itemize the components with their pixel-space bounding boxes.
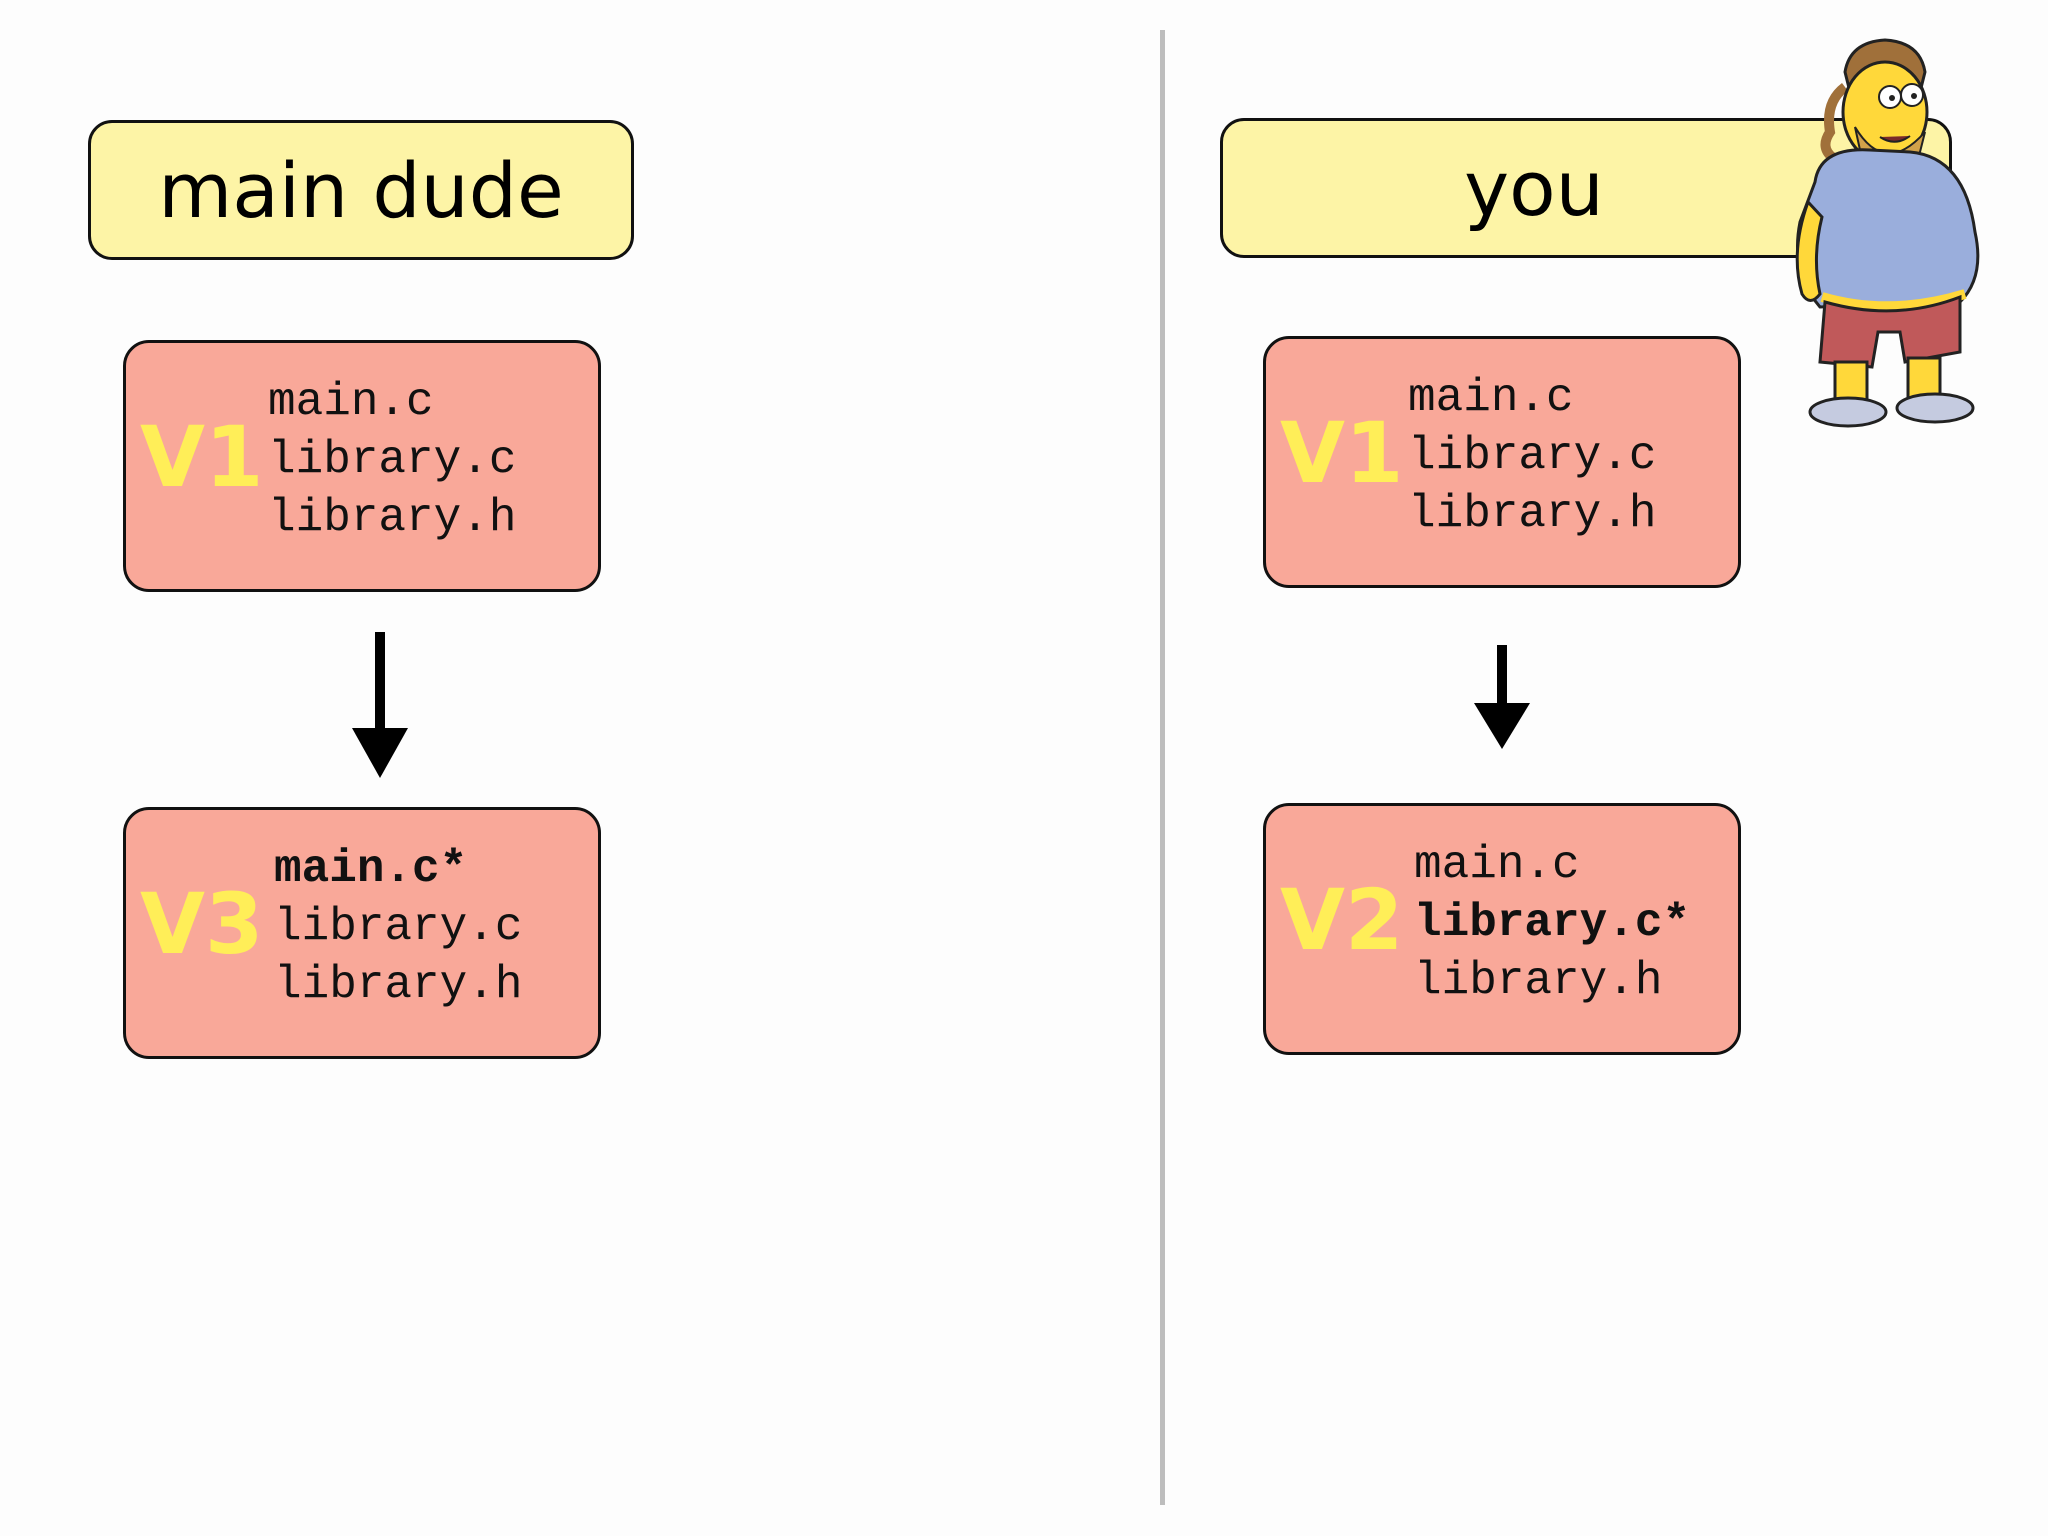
version-label: V1 xyxy=(1280,404,1404,502)
file-name: main.c xyxy=(268,376,434,428)
card-left-bottom: V3 main.c* library.c library.h xyxy=(123,807,601,1059)
version-label: V1 xyxy=(140,408,264,506)
file-name: library.h xyxy=(268,492,517,544)
file-name: library.c xyxy=(274,901,523,953)
file-name: main.c xyxy=(1414,839,1580,891)
file-name: library.h xyxy=(1408,488,1657,540)
version-label: V2 xyxy=(1280,871,1404,969)
card-right-top: V1 main.c library.c library.h xyxy=(1263,336,1741,588)
header-label: main dude xyxy=(158,145,564,235)
file-name: library.h xyxy=(1414,955,1663,1007)
file-list: main.c library.c* library.h xyxy=(1414,836,1690,1010)
center-divider xyxy=(1160,30,1165,1505)
card-left-top: V1 main.c library.c library.h xyxy=(123,340,601,592)
file-name-modified: main.c* xyxy=(274,843,468,895)
file-name: main.c xyxy=(1408,372,1574,424)
version-label: V3 xyxy=(140,875,264,973)
file-name: library.c xyxy=(268,434,517,486)
header-label: you xyxy=(1464,143,1604,233)
file-list: main.c* library.c library.h xyxy=(274,840,522,1014)
file-list: main.c library.c library.h xyxy=(1408,369,1656,543)
file-name: library.c xyxy=(1408,430,1657,482)
down-arrow-icon xyxy=(352,632,408,778)
file-name-modified: library.c* xyxy=(1414,897,1691,949)
header-main-dude: main dude xyxy=(88,120,634,260)
comic-book-guy-character xyxy=(1795,38,1980,428)
down-arrow-icon xyxy=(1474,645,1530,749)
card-right-bottom: V2 main.c library.c* library.h xyxy=(1263,803,1741,1055)
file-list: main.c library.c library.h xyxy=(268,373,516,547)
file-name: library.h xyxy=(274,959,523,1011)
